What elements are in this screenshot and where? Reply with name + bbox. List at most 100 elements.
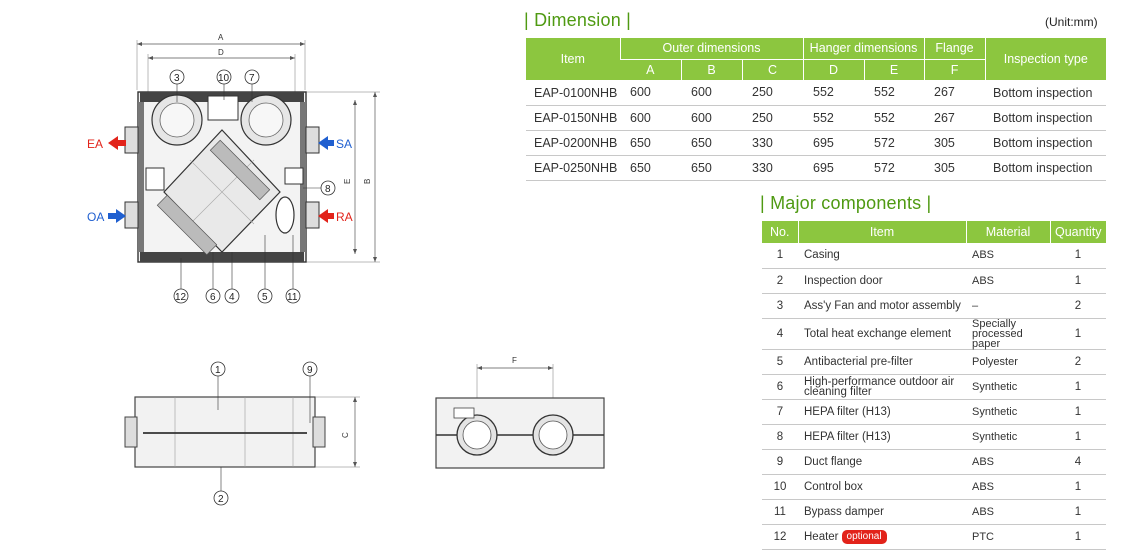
- dim-header-item: Item: [526, 38, 620, 81]
- component-qty: 1: [1050, 499, 1106, 525]
- component-no: 2: [762, 268, 798, 294]
- component-item: High-performance outdoor air cleaning fi…: [798, 374, 966, 400]
- component-no: 9: [762, 449, 798, 475]
- dim-subheader-f: F: [923, 59, 986, 80]
- table-row: 1 Casing ABS 1: [762, 243, 1106, 269]
- component-material: ABS: [966, 449, 1050, 475]
- callout-10: 10: [218, 73, 230, 84]
- component-material: Synthetic: [966, 399, 1050, 425]
- value-cell: 552: [803, 80, 865, 106]
- dim-subheader-c: C: [741, 59, 804, 80]
- value-cell: 650: [620, 130, 681, 156]
- value-cell: 552: [864, 80, 925, 106]
- callout-2: 2: [218, 494, 224, 505]
- component-item: HEPA filter (H13): [798, 399, 966, 425]
- value-cell: 552: [864, 105, 925, 131]
- value-cell: 267: [924, 80, 986, 106]
- component-no: 6: [762, 374, 798, 400]
- component-material: Synthetic: [966, 374, 1050, 400]
- component-no: 12: [762, 524, 798, 550]
- component-item: Ass'y Fan and motor assembly: [798, 293, 966, 319]
- component-material: ABS: [966, 243, 1050, 269]
- dim-label-f: F: [512, 356, 517, 365]
- components-title: | Major components |: [760, 193, 932, 213]
- table-row: 7 HEPA filter (H13) Synthetic 1: [762, 399, 1106, 425]
- side-view-drawing: C 1 9 2: [115, 355, 365, 515]
- dimension-title: | Dimension |: [524, 10, 631, 30]
- component-no: 8: [762, 424, 798, 450]
- dim-label-c: C: [341, 432, 350, 438]
- table-row: EAP-0200NHB 650 650 330 695 572 305 Bott…: [526, 130, 1107, 156]
- component-qty: 4: [1050, 449, 1106, 475]
- component-qty: 1: [1050, 524, 1106, 550]
- value-cell: 250: [742, 105, 804, 131]
- component-qty: 2: [1050, 349, 1106, 375]
- table-row: 10 Control box ABS 1: [762, 474, 1106, 500]
- component-material: ABS: [966, 499, 1050, 525]
- model-cell: EAP-0150NHB: [526, 105, 620, 131]
- dimension-table: Item Outer dimensions Hanger dimensions …: [526, 38, 1107, 181]
- callout-11: 11: [287, 292, 298, 303]
- dim-label-b: B: [363, 179, 372, 184]
- component-material: ABS: [966, 268, 1050, 294]
- table-row: EAP-0250NHB 650 650 330 695 572 305 Bott…: [526, 155, 1107, 181]
- value-cell: 267: [924, 105, 986, 131]
- port-label-ea: EA: [87, 137, 103, 151]
- table-row: EAP-0150NHB 600 600 250 552 552 267 Bott…: [526, 105, 1107, 131]
- table-row: 4 Total heat exchange element Specially …: [762, 318, 1106, 350]
- table-row: 2 Inspection door ABS 1: [762, 268, 1106, 294]
- component-material: Specially processed paper: [966, 318, 1050, 350]
- value-cell: 305: [924, 155, 986, 181]
- value-cell: 600: [681, 80, 742, 106]
- component-qty: 1: [1050, 243, 1106, 269]
- port-label-sa: SA: [336, 137, 352, 151]
- callout-5: 5: [262, 292, 268, 303]
- dim-subheader-a: A: [620, 59, 681, 80]
- component-item: Inspection door: [798, 268, 966, 294]
- dim-subheader-d: D: [802, 59, 865, 80]
- value-cell: 572: [864, 130, 925, 156]
- dim-subheader-b: B: [680, 59, 742, 80]
- dim-header-flange: Flange: [923, 38, 986, 60]
- component-qty: 1: [1050, 318, 1106, 350]
- component-material: PTC: [966, 524, 1050, 550]
- dim-header-outer: Outer dimensions: [619, 38, 804, 60]
- dim-label-d: D: [218, 48, 224, 57]
- comp-header-material: Material: [965, 221, 1050, 243]
- top-view-drawing: A D B E EA SA OA RA: [80, 30, 410, 320]
- value-cell: 330: [742, 155, 804, 181]
- comp-header-quantity: Quantity: [1049, 221, 1106, 243]
- callout-3: 3: [174, 73, 180, 84]
- optional-badge: optional: [841, 529, 887, 544]
- value-cell: 650: [620, 155, 681, 181]
- component-qty: 1: [1050, 374, 1106, 400]
- component-item: Duct flange: [798, 449, 966, 475]
- component-no: 5: [762, 349, 798, 375]
- model-cell: EAP-0200NHB: [526, 130, 620, 156]
- callout-6: 6: [210, 292, 216, 303]
- component-material: Polyester: [966, 349, 1050, 375]
- callout-8: 8: [325, 184, 331, 195]
- component-no: 11: [762, 499, 798, 525]
- table-row: 9 Duct flange ABS 4: [762, 449, 1106, 475]
- dim-header-inspection: Inspection type: [984, 38, 1107, 81]
- value-cell: 650: [681, 130, 742, 156]
- comp-header-no: No.: [762, 221, 798, 243]
- table-row: 5 Antibacterial pre-filter Polyester 2: [762, 349, 1106, 375]
- component-item: Antibacterial pre-filter: [798, 349, 966, 375]
- component-item: Total heat exchange element: [798, 318, 966, 350]
- unit-label: (Unit:mm): [1045, 15, 1098, 29]
- dim-subheader-e: E: [863, 59, 925, 80]
- table-row: EAP-0100NHB 600 600 250 552 552 267 Bott…: [526, 80, 1107, 106]
- table-row: 3 Ass'y Fan and motor assembly – 2: [762, 293, 1106, 319]
- component-qty: 1: [1050, 474, 1106, 500]
- value-cell: 650: [681, 155, 742, 181]
- component-item: Casing: [798, 243, 966, 269]
- component-material: Synthetic: [966, 424, 1050, 450]
- port-label-ra: RA: [336, 210, 353, 224]
- value-cell: 600: [620, 105, 681, 131]
- component-no: 1: [762, 243, 798, 269]
- table-row: 8 HEPA filter (H13) Synthetic 1: [762, 424, 1106, 450]
- heater-label: Heater: [804, 530, 839, 543]
- callout-4: 4: [229, 292, 235, 303]
